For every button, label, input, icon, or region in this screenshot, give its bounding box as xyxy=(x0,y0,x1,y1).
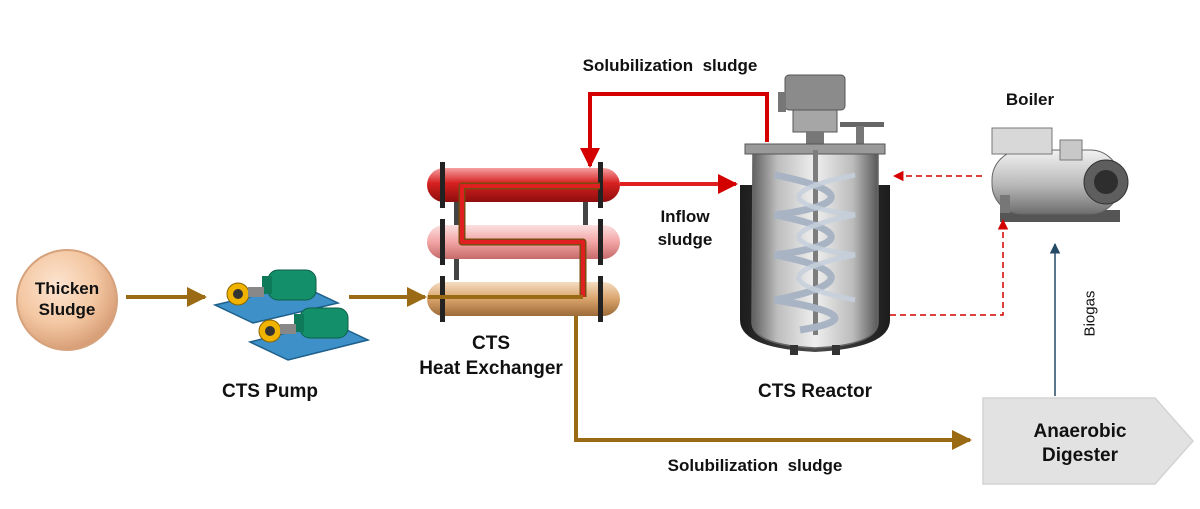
thicken-sludge-line1: Thicken xyxy=(34,279,100,298)
biogas-label: Biogas xyxy=(1081,290,1099,337)
inflow-sludge-label: Inflow sludge xyxy=(640,205,730,251)
heat-exchanger-line1: CTS xyxy=(472,333,510,354)
reactor-label: CTS Reactor xyxy=(757,381,873,402)
flow-reactor-to-boiler xyxy=(890,218,1009,316)
digester-line1: Anaerobic xyxy=(1033,421,1127,442)
flow-exchanger-to-digester xyxy=(574,316,972,450)
heat-exchanger-label: CTS Heat Exchanger xyxy=(396,331,586,381)
heat-exchanger-icon xyxy=(427,162,620,322)
bottom-solubilization-label: Solubilization sludge xyxy=(667,456,843,475)
thicken-sludge-node xyxy=(16,249,118,351)
thicken-sludge-label: Thicken Sludge xyxy=(17,278,117,320)
anaerobic-digester-label: Anaerobic Digester xyxy=(1000,420,1160,468)
reactor-icon xyxy=(740,74,890,355)
boiler-label: Boiler xyxy=(1005,90,1055,109)
top-solubilization-label: Solubilization sludge xyxy=(582,56,758,75)
pump-icon xyxy=(212,269,371,361)
inflow-line2: sludge xyxy=(657,230,713,249)
boiler-icon xyxy=(991,127,1129,222)
digester-line2: Digester xyxy=(1041,445,1119,466)
thicken-sludge-line2: Sludge xyxy=(38,300,96,319)
inflow-line1: Inflow xyxy=(660,207,710,226)
anaerobic-digester-node xyxy=(982,397,1195,485)
pump-label: CTS Pump xyxy=(221,381,319,402)
flow-reactor-to-exchanger xyxy=(580,92,769,168)
heat-exchanger-line2: Heat Exchanger xyxy=(419,358,563,379)
